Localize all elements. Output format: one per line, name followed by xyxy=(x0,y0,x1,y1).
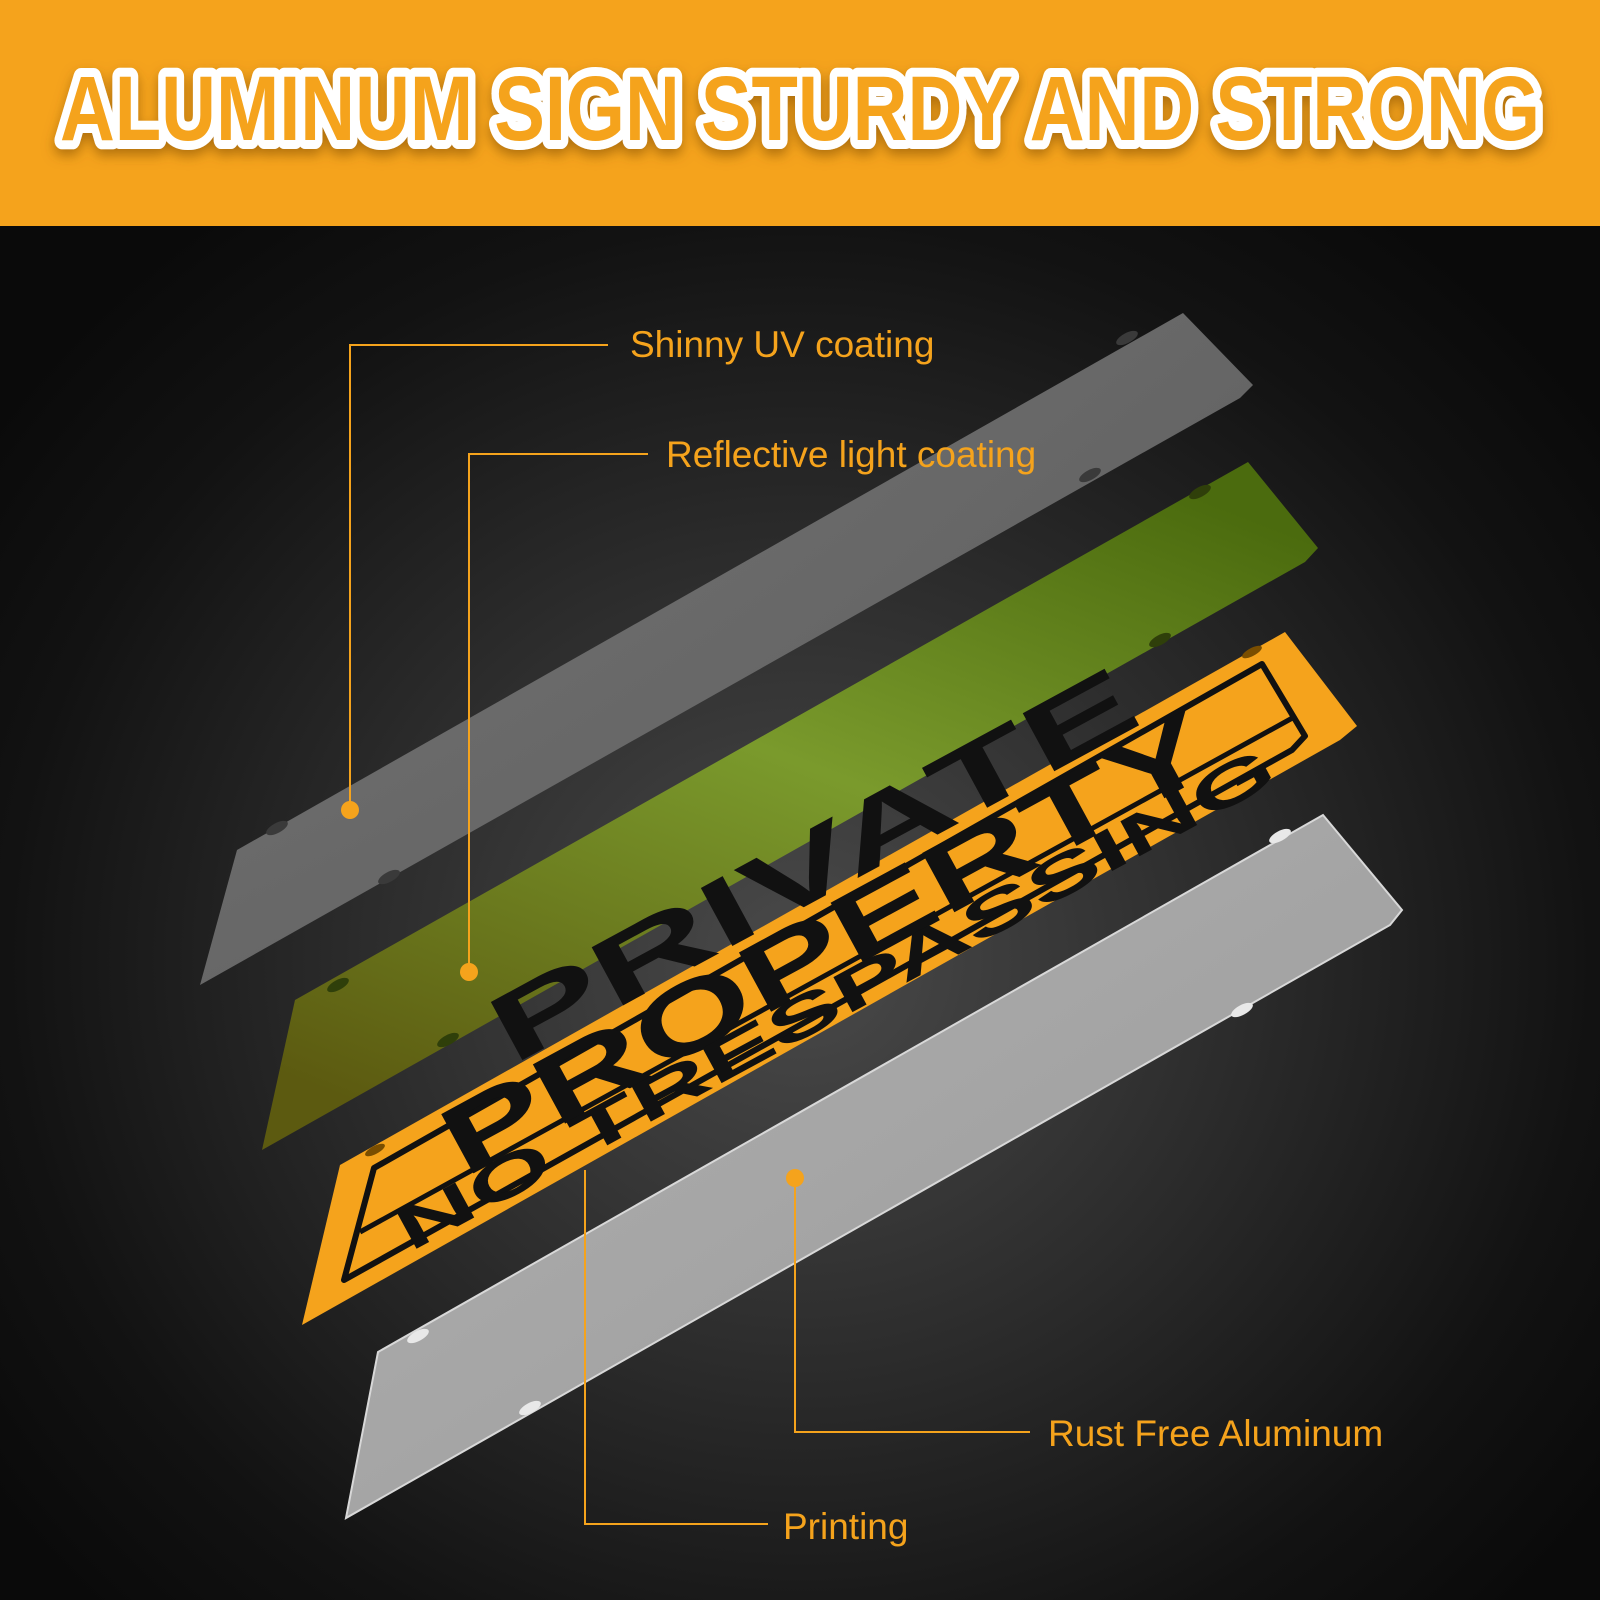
leader-aluminum xyxy=(794,1178,1030,1433)
printing-holes xyxy=(365,645,1262,1157)
exploded-layers-diagram: PRIVATE PROPERTY NO TRESPASSING xyxy=(200,313,1404,1525)
leader-dot-uv xyxy=(341,801,359,819)
reflective-coating-holes xyxy=(327,484,1211,1048)
printing-layer xyxy=(302,632,1357,1325)
aluminum-holes xyxy=(407,828,1291,1416)
leader-dots xyxy=(341,801,804,1187)
header-banner xyxy=(0,0,1600,226)
headline-title: ALUMINUM SIGN STURDY AND STRONG ALUMINUM… xyxy=(51,49,1549,169)
reflective-coating-layer xyxy=(262,462,1318,1150)
label-rust-free-aluminum: Rust Free Aluminum xyxy=(1048,1413,1384,1454)
sign-divider-line xyxy=(358,713,1298,1235)
headline-text: ALUMINUM SIGN STURDY AND STRONG xyxy=(60,58,1540,160)
aluminum-layer xyxy=(344,813,1404,1520)
leader-reflective xyxy=(468,453,648,972)
label-reflective-coating: Reflective light coating xyxy=(666,434,1037,475)
headline-text-fill: ALUMINUM SIGN STURDY AND STRONG xyxy=(60,58,1540,160)
leader-lines xyxy=(349,344,1030,1525)
sign-inner-border xyxy=(341,661,1308,1283)
leader-dot-reflective xyxy=(460,963,478,981)
label-printing: Printing xyxy=(783,1506,909,1547)
uv-coating-holes xyxy=(266,330,1138,885)
uv-coating-layer xyxy=(200,313,1253,985)
leader-uv xyxy=(349,344,608,810)
leader-dot-aluminum xyxy=(786,1169,804,1187)
label-uv-coating: Shinny UV coating xyxy=(630,324,935,365)
leader-printing xyxy=(584,1170,768,1525)
